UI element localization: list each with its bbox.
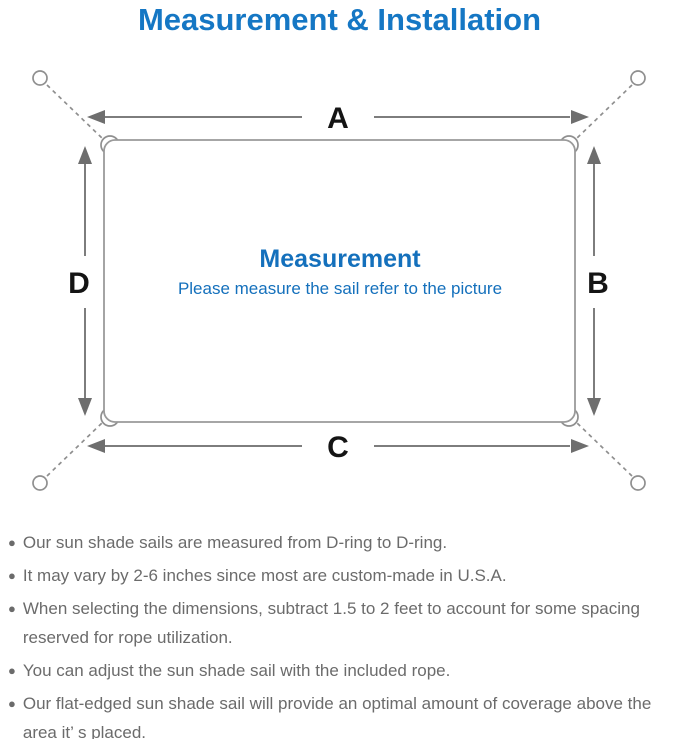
anchor-ring-icon <box>630 475 646 491</box>
sail-rectangle <box>103 139 576 423</box>
note-item: ● It may vary by 2-6 inches since most a… <box>8 561 675 590</box>
arrow-left-icon <box>87 439 105 453</box>
dim-label-d: D <box>68 267 90 300</box>
note-text: Our sun shade sails are measured from D-… <box>22 533 448 552</box>
bullet-icon: ● <box>8 663 16 678</box>
arrow-up-icon <box>78 146 92 164</box>
anchor-ring-icon <box>32 70 48 86</box>
note-item: ● Our sun shade sails are measured from … <box>8 528 675 557</box>
arrow-right-icon <box>571 439 589 453</box>
dashed-rope-line <box>575 421 633 477</box>
sail-diagram-svg: A C D B Measurement Please measure the s… <box>32 70 646 491</box>
dim-label-a: A <box>327 102 349 135</box>
dim-label-b: B <box>587 267 609 300</box>
note-item: ● When selecting the dimensions, subtrac… <box>8 594 675 652</box>
arrow-down-icon <box>587 398 601 416</box>
arrow-up-icon <box>587 146 601 164</box>
bullet-icon: ● <box>8 535 16 550</box>
dashed-rope-line <box>575 84 633 140</box>
notes-list: ● Our sun shade sails are measured from … <box>8 528 675 739</box>
bullet-icon: ● <box>8 601 16 616</box>
note-text: It may vary by 2-6 inches since most are… <box>22 566 507 585</box>
note-text: When selecting the dimensions, subtract … <box>22 599 640 647</box>
arrow-right-icon <box>571 110 589 124</box>
dashed-rope-line <box>46 84 104 140</box>
note-item: ● You can adjust the sun shade sail with… <box>8 656 675 685</box>
anchor-ring-icon <box>630 70 646 86</box>
diagram-center-subtitle: Please measure the sail refer to the pic… <box>178 279 502 298</box>
page-title: Measurement & Installation <box>137 2 542 37</box>
note-text: Our flat-edged sun shade sail will provi… <box>22 694 652 739</box>
dim-label-c: C <box>327 431 349 464</box>
note-item: ● Our flat-edged sun shade sail will pro… <box>8 689 675 739</box>
arrow-down-icon <box>78 398 92 416</box>
diagram-center-title: Measurement <box>259 245 421 273</box>
bullet-icon: ● <box>8 568 16 583</box>
measurement-diagram: A C D B Measurement Please measure the s… <box>0 60 679 520</box>
anchor-ring-icon <box>32 475 48 491</box>
note-text: You can adjust the sun shade sail with t… <box>22 661 451 680</box>
arrow-left-icon <box>87 110 105 124</box>
bullet-icon: ● <box>8 696 16 711</box>
dashed-rope-line <box>46 421 104 477</box>
